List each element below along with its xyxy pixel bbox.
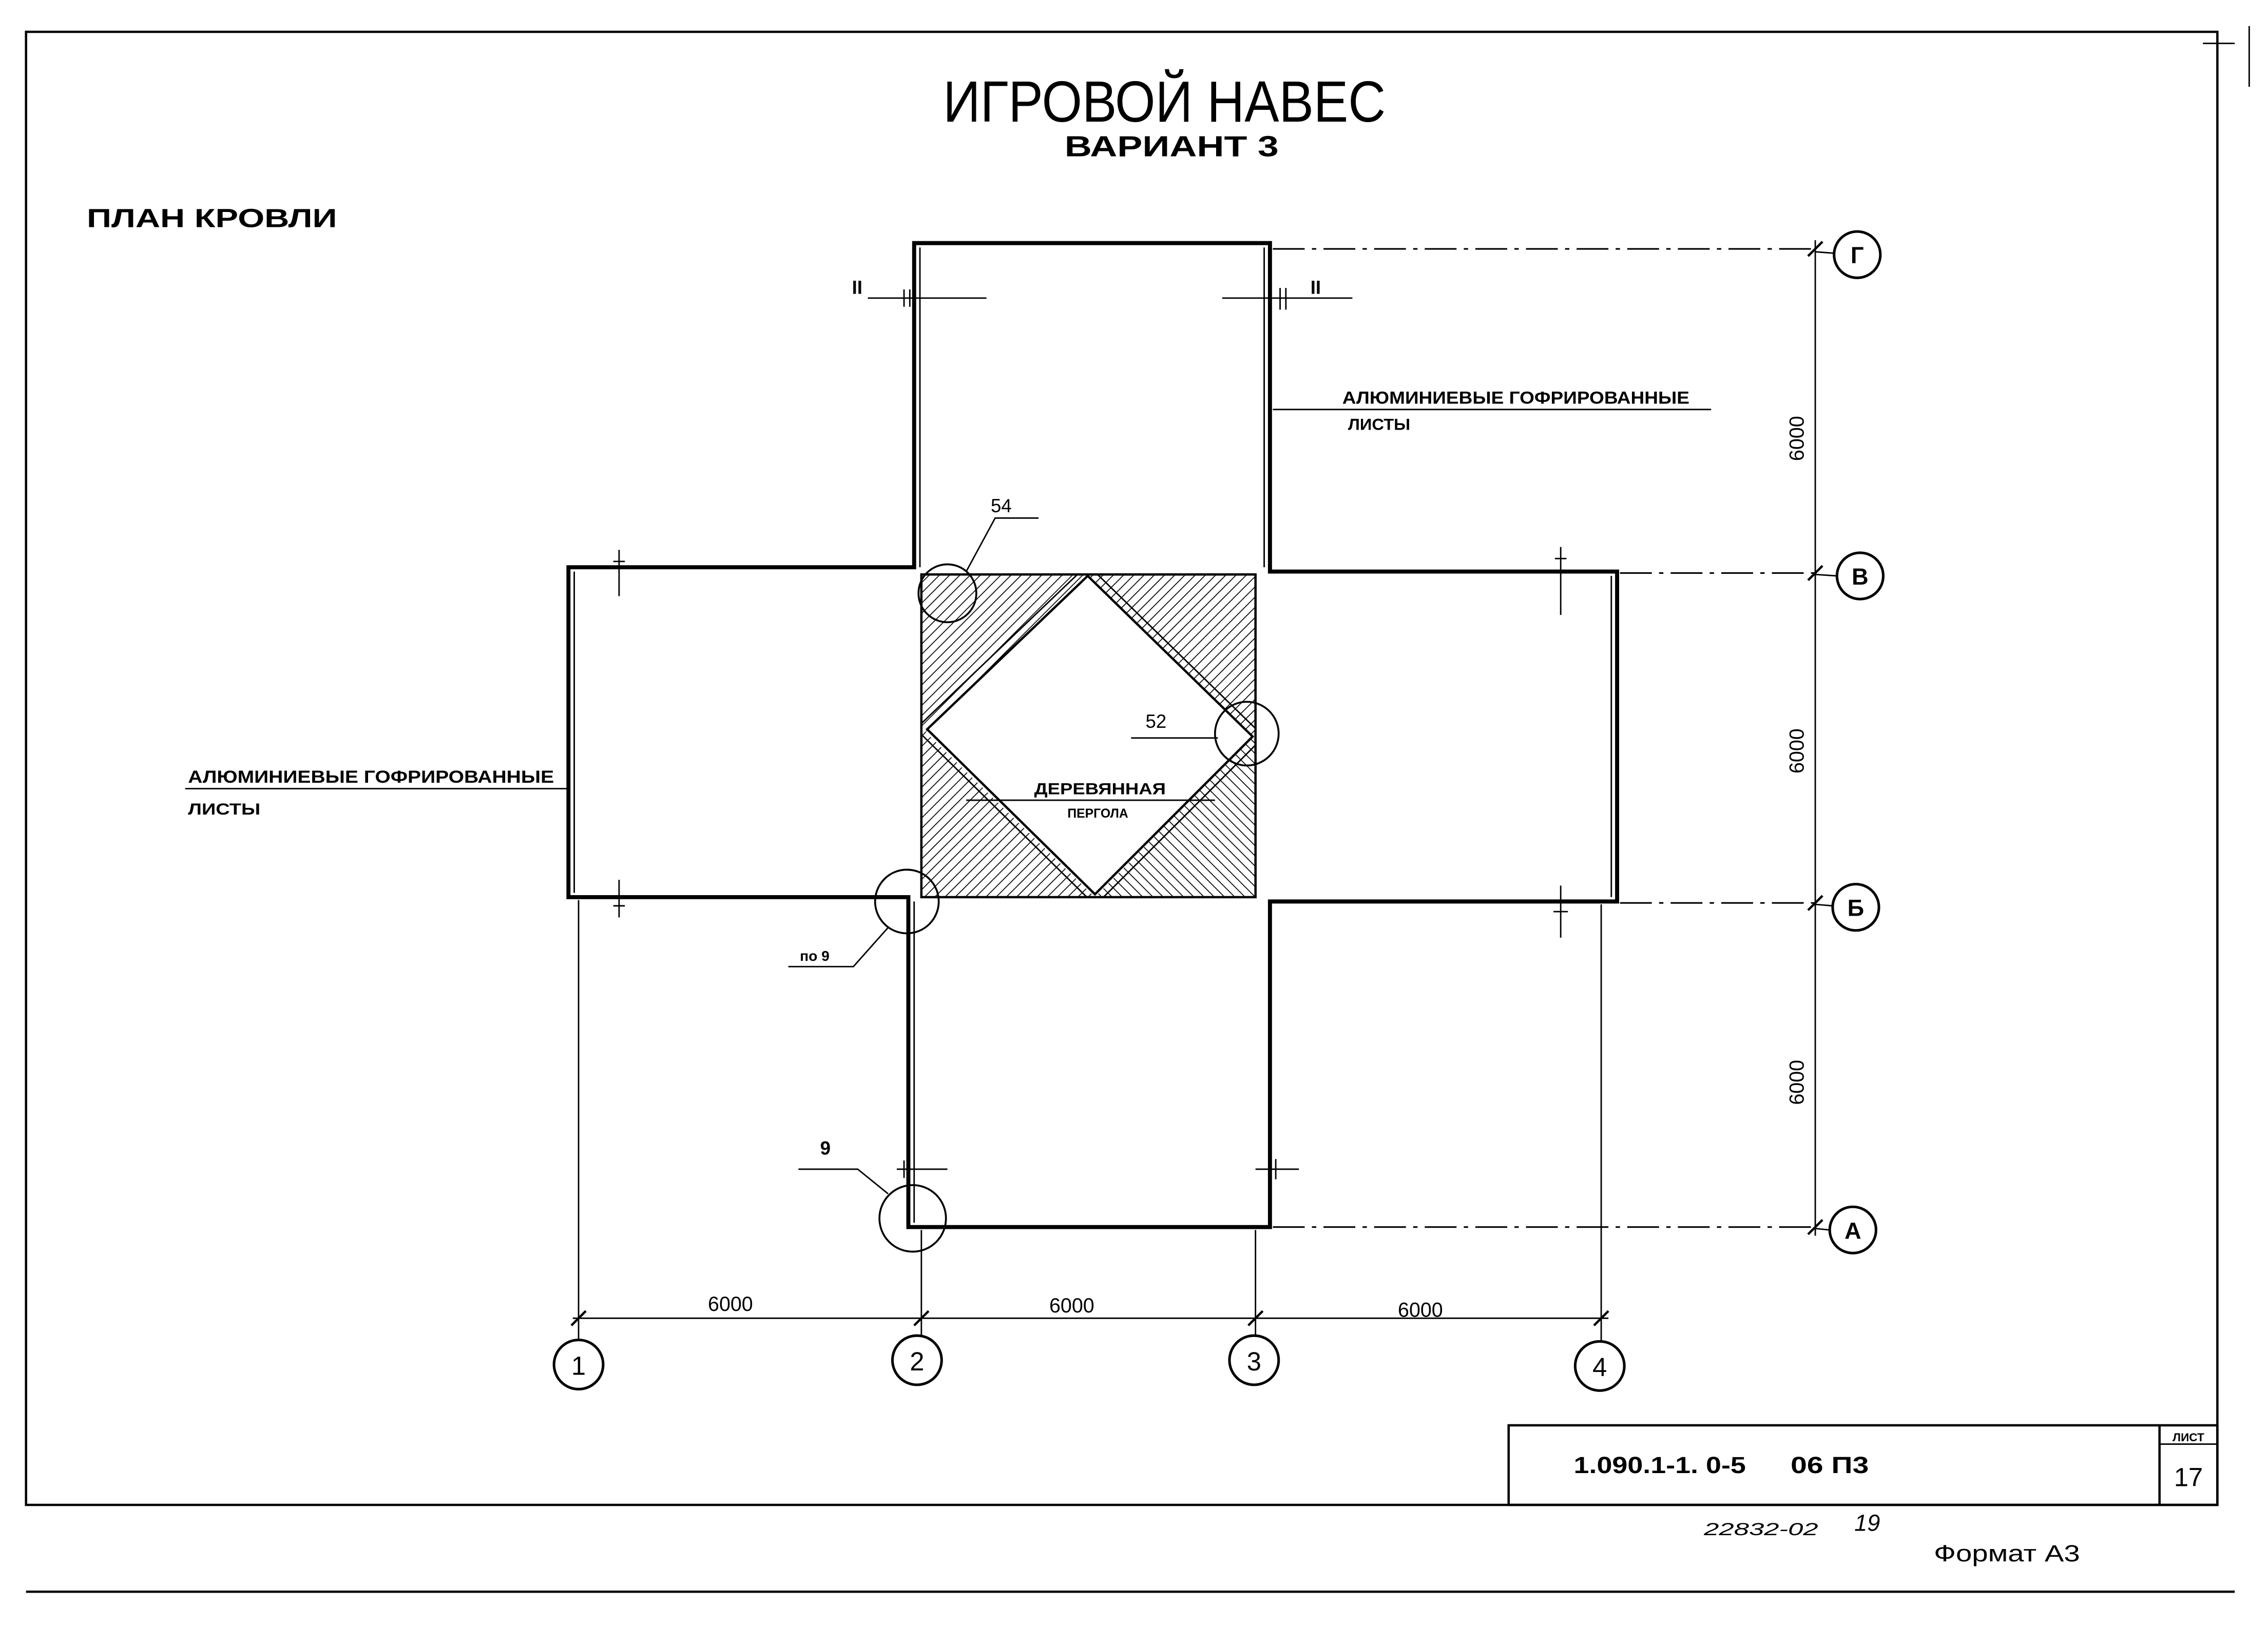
pergola-hatch-top-right (1087, 574, 1256, 737)
axis-connector (1815, 573, 1837, 577)
dimension-value: 6000 (708, 1293, 753, 1316)
label-text-line1: ДЕРЕВЯННАЯ (1034, 780, 1166, 798)
axis-label-b: Б (1848, 895, 1864, 921)
section-label: II (852, 277, 862, 298)
detail-number: 9 (820, 1138, 831, 1159)
dimension-tick (913, 1310, 930, 1327)
axis-label-v: В (1852, 564, 1869, 590)
section-mark-right: II (1222, 277, 1353, 310)
axis-circle-a (1828, 1205, 1877, 1254)
wooden-pergola (920, 573, 1257, 899)
detail-number: по 9 (800, 947, 830, 964)
detail-leader (798, 1168, 889, 1194)
dimension-vertical: 6000 6000 6000 (1786, 240, 1823, 1236)
sheet-number: 17 (2174, 1462, 2203, 1492)
axis-label-a: А (1844, 1217, 1861, 1244)
detail-circle (917, 563, 977, 624)
axis-connector (1815, 903, 1833, 907)
label-text-line2: ЛИСТЫ (188, 800, 260, 818)
axis-circle-4 (1573, 1340, 1626, 1392)
title-block-border (1507, 1424, 2219, 1506)
sheet-footer: 22832-02 19 Формат А3 (1703, 1510, 2080, 1566)
pergola-hatch-bottom-left (921, 732, 1095, 897)
inventory-number: 19 (1854, 1510, 1880, 1536)
dimension-tick (1807, 565, 1823, 582)
inventory-code: 22832-02 (1703, 1520, 1818, 1539)
dimension-value: 6000 (1786, 728, 1809, 773)
dimension-tick (1807, 895, 1823, 911)
detail-callout-54: 54 (917, 495, 1039, 624)
drawing-title: ИГРОВОЙ НАВЕС (943, 69, 1386, 134)
plan-title: ПЛАН КРОВЛИ (87, 204, 337, 233)
pergola-diamond-offset (921, 574, 1256, 897)
axis-label-2: 2 (910, 1347, 924, 1376)
label-roofing-top: АЛЮМИНИЕВЫЕ ГОФРИРОВАННЫЕ ЛИСТЫ (1273, 389, 1712, 433)
detail-circle (874, 868, 940, 935)
dimension-tick (1593, 1310, 1609, 1327)
axis-circle-1 (552, 1339, 605, 1391)
frame-border (25, 30, 2219, 1506)
detail-number: 52 (1146, 711, 1167, 732)
dimension-tick (570, 1310, 587, 1327)
axis-connector (1815, 1228, 1830, 1231)
detail-leader (788, 927, 889, 968)
axis-circle-2 (891, 1334, 943, 1386)
label-text-line2: ПЕРГОЛА (1067, 806, 1128, 821)
dimension-tick (1807, 1219, 1823, 1235)
dimension-value: 6000 (1398, 1299, 1443, 1321)
axis-circle-b (1831, 883, 1880, 932)
dimension-value: 6000 (1786, 416, 1809, 461)
detail-circle (1214, 701, 1280, 767)
axis-circle-3 (1228, 1334, 1280, 1386)
pergola-diamond (925, 574, 1255, 896)
roof-perimeter (566, 241, 1620, 1229)
roof-outline (566, 241, 1620, 1229)
dimension-tick (1807, 241, 1823, 257)
document-code: 1.090.1-1. 0-5 (1574, 1452, 1746, 1478)
axis-label-4: 4 (1592, 1352, 1607, 1382)
section-mark-left: II (852, 277, 987, 307)
document-type: 06 П3 (1791, 1452, 1869, 1478)
pergola-outline (920, 573, 1257, 899)
sheet-frame (25, 26, 2250, 1593)
pergola-hatch-top-left (921, 574, 1088, 732)
label-text-line1: АЛЮМИНИЕВЫЕ ГОФРИРОВАННЫЕ (1342, 389, 1689, 408)
axis-label-3: 3 (1247, 1347, 1261, 1376)
detail-number: 54 (991, 495, 1012, 516)
sheet-format: Формат А3 (1934, 1540, 2080, 1566)
section-label: II (1311, 277, 1321, 298)
axis-markers-letters: Г В Б А (1815, 230, 1885, 1254)
axis-circle-v (1835, 551, 1885, 601)
detail-callout-9: 9 (798, 1138, 947, 1253)
detail-callout-po9: по 9 (788, 868, 940, 968)
drawing-subtitle: ВАРИАНТ 3 (1065, 130, 1279, 162)
detail-circle (878, 1184, 947, 1253)
dimension-tick (1247, 1310, 1264, 1327)
dimension-value: 6000 (1049, 1294, 1094, 1317)
label-pergola: ДЕРЕВЯННАЯ ПЕРГОЛА (966, 780, 1215, 821)
pergola-hatch-bottom-right (1094, 736, 1256, 897)
axis-label-1: 1 (571, 1351, 586, 1380)
axis-circle-g (1833, 230, 1882, 279)
title-block: 1.090.1-1. 0-5 06 П3 ЛИСТ 17 (1507, 1424, 2219, 1506)
label-text-line2: ЛИСТЫ (1348, 415, 1410, 433)
dimension-value: 6000 (1786, 1060, 1809, 1105)
sheet-label: ЛИСТ (2173, 1431, 2204, 1444)
dimension-horizontal: 6000 6000 6000 (570, 1293, 1609, 1327)
label-text-line1: АЛЮМИНИЕВЫЕ ГОФРИРОВАННЫЕ (188, 767, 554, 787)
label-roofing-left: АЛЮМИНИЕВЫЕ ГОФРИРОВАННЫЕ ЛИСТЫ (185, 767, 569, 818)
detail-callout-52: 52 (1131, 701, 1280, 767)
axis-markers-numbers: 1 2 3 4 (552, 1334, 1626, 1392)
arm-marks (613, 547, 1568, 1179)
axis-connector (1815, 251, 1834, 254)
axis-label-g: Г (1851, 242, 1864, 268)
detail-leader (965, 517, 1039, 572)
